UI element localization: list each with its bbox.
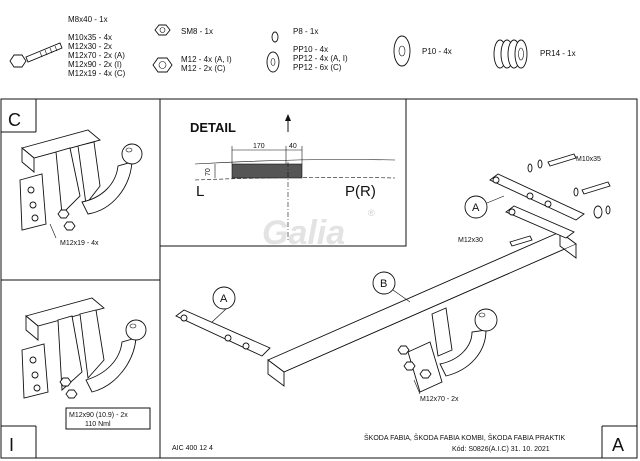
detail-view: DETAIL 170 40 70 L P(R) Galia ® (190, 114, 396, 252)
detail-dim-40: 40 (289, 143, 297, 150)
panel-i: I M12x90 (10.9) - 2x 110 Nml (9, 297, 151, 455)
legend-washer-1: P8 - 1x (293, 27, 318, 36)
footer-vehicles: ŠKODA FABIA, ŠKODA FABIA KOMBI, ŠKODA FA… (364, 433, 565, 442)
bolt-icon (9, 42, 63, 68)
legend-bolt-6: M12x19 - 4x (C) (68, 69, 126, 78)
footer-code-left: AIC 400 12 4 (172, 445, 213, 452)
small-nut-icon (154, 24, 171, 36)
svg-text:A: A (220, 293, 228, 305)
legend-washer-3: PP12 - 4x (A, I) (293, 54, 348, 63)
spring-washer-icon (493, 39, 528, 69)
legend-bolt-5: M12x90 - 2x (I) (68, 60, 122, 69)
legend-nut-2: M12 - 4x (A, I) (181, 55, 232, 64)
panel-i-label: I (9, 435, 14, 455)
legend-nut-1: SM8 - 1x (181, 27, 213, 36)
legend-bolt-4: M12x70 - 2x (A) (68, 51, 125, 60)
legend-bolt-3: M12x30 - 2x (68, 42, 112, 51)
main-assembly: A A B M10x35 M12x30 M12x70 - 2x (175, 153, 611, 403)
panel-c-bolt-note: M12x19 - 4x (60, 240, 99, 247)
right-arm-upper (489, 173, 585, 221)
legend-bolt-2: M10x35 - 4x (68, 33, 112, 42)
callout-a-top: A (464, 195, 505, 219)
tow-ball (474, 308, 498, 332)
legend-spring: PR14 - 1x (540, 49, 576, 58)
legend-bolt-1: M8x40 - 1x (68, 15, 108, 24)
large-washer-icon (266, 51, 280, 73)
label-m12x70: M12x70 - 2x (420, 396, 459, 403)
svg-text:B: B (380, 278, 387, 290)
tow-hook (439, 329, 487, 377)
legend-washer-4: PP12 - 6x (C) (293, 63, 342, 72)
large-nut-icon (152, 57, 173, 73)
watermark-registered: ® (368, 208, 375, 218)
detail-dim-170: 170 (253, 143, 265, 150)
panel-i-note-box (65, 407, 151, 430)
label-m10x35: M10x35 (576, 156, 601, 163)
detail-left-label: L (196, 183, 204, 200)
callout-b: B (372, 271, 411, 303)
label-m12x30: M12x30 (458, 237, 483, 244)
panel-c: C M12x19 - 4x (8, 110, 143, 247)
panel-c-label: C (8, 110, 21, 130)
panel-i-torque-note: 110 Nml (85, 421, 111, 428)
panel-i-bolt-note: M12x90 (10.9) - 2x (69, 412, 128, 419)
watermark-brand: Galia (262, 214, 345, 252)
footer: AIC 400 12 4 ŠKODA FABIA, ŠKODA FABIA KO… (172, 433, 624, 455)
left-arm (175, 309, 271, 357)
detail-dim-70: 70 (205, 168, 212, 176)
legend-nut-3: M12 - 2x (C) (181, 64, 226, 73)
detail-frame (159, 98, 407, 247)
right-arm-lower (505, 205, 575, 239)
legend-washer-2: PP10 - 4x (293, 45, 328, 54)
footer-code-line: Kód: S0826(A.I.C) 31. 10. 2021 (452, 446, 550, 453)
svg-text:A: A (472, 202, 480, 214)
legend-flat-washer: P10 - 4x (422, 47, 452, 56)
flat-washer-icon (393, 35, 411, 67)
small-washer-icon (271, 31, 279, 43)
detail-right-label: P(R) (345, 183, 376, 200)
drawing-frame (0, 98, 638, 459)
detail-plate (231, 163, 303, 179)
parts-legend: M8x40 - 1x M10x35 - 4x M12x30 - 2x M12x7… (9, 15, 576, 78)
detail-title: DETAIL (190, 120, 236, 135)
footer-panel-label: A (612, 435, 624, 455)
callout-a-left: A (211, 286, 236, 323)
